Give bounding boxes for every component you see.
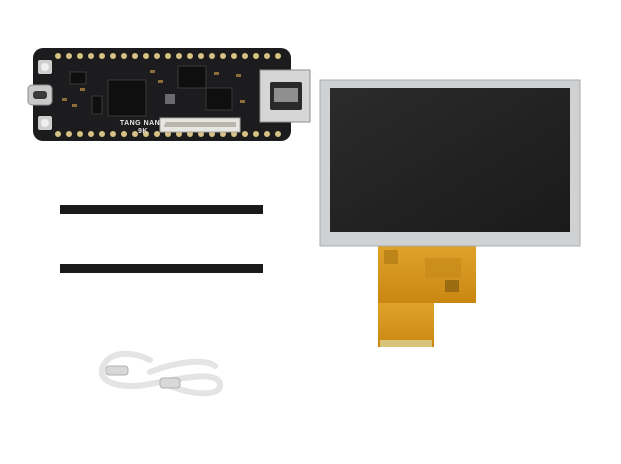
usb-plug xyxy=(159,377,181,389)
board-model-variant: 9K xyxy=(138,128,148,135)
fpga-chip xyxy=(107,79,147,117)
small-chip xyxy=(205,87,233,111)
fpga-board xyxy=(27,48,311,141)
small-chip xyxy=(177,65,207,89)
board-silkscreen: TANG NANO 9K xyxy=(119,120,167,144)
board-model-name: TANG NANO xyxy=(119,120,167,127)
pin-header-2 xyxy=(60,247,263,291)
usb-cable xyxy=(98,350,223,397)
usb-plug xyxy=(105,365,129,376)
pin-header-1 xyxy=(60,188,263,232)
top-pad-row xyxy=(55,53,281,59)
lcd-screen xyxy=(330,88,570,232)
lcd-display xyxy=(319,79,581,347)
